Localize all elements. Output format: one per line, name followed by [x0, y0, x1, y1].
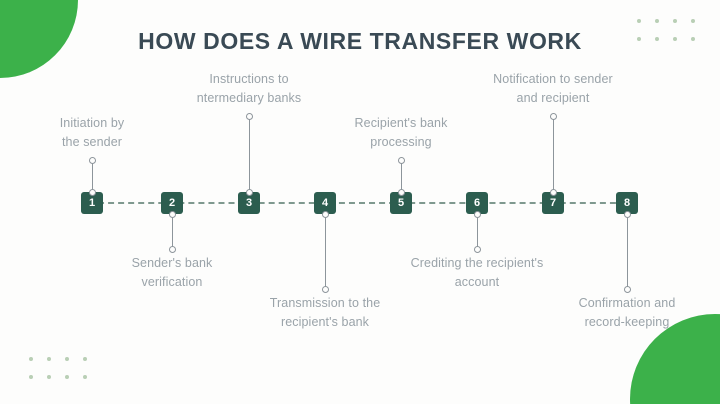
timeline-step-label-6: Crediting the recipient's account: [382, 254, 572, 293]
step-label-line: verification: [141, 275, 203, 290]
dot: [673, 19, 677, 23]
timeline-axis: [88, 202, 636, 204]
step-connector-node: [474, 246, 481, 253]
step-label-line: Notification to sender: [493, 72, 613, 86]
dot: [655, 37, 659, 41]
dot: [65, 375, 69, 379]
dot: [673, 37, 677, 41]
timeline-step-label-5: Recipient's bank processing: [306, 114, 496, 153]
timeline-step-marker-5[interactable]: 5: [390, 192, 412, 214]
step-label-line: recipient's bank: [280, 315, 370, 330]
step-connector-node: [398, 189, 405, 196]
dot: [83, 357, 87, 361]
step-connector-node: [89, 189, 96, 196]
step-connector-node: [624, 286, 631, 293]
timeline-step-marker-4[interactable]: 4: [314, 192, 336, 214]
step-connector-node: [89, 157, 96, 164]
timeline-step-marker-1[interactable]: 1: [81, 192, 103, 214]
step-connector-node: [550, 189, 557, 196]
step-label-line: record-keeping: [584, 315, 670, 330]
step-label-line: ntermediary banks: [196, 91, 302, 106]
timeline-step-label-7: Notification to sender and recipient: [458, 70, 648, 109]
timeline-step-marker-2[interactable]: 2: [161, 192, 183, 214]
step-label-line: Transmission to the: [269, 296, 381, 310]
step-connector-node: [322, 286, 329, 293]
timeline-step-marker-3[interactable]: 3: [238, 192, 260, 214]
timeline-step-marker-6[interactable]: 6: [466, 192, 488, 214]
dot: [691, 19, 695, 23]
dot: [637, 19, 641, 23]
page-title: HOW DOES A WIRE TRANSFER WORK: [138, 28, 582, 54]
step-label-line: Sender's bank: [131, 256, 213, 270]
step-connector-node: [246, 113, 253, 120]
dot: [637, 37, 641, 41]
dot: [29, 375, 33, 379]
dot: [47, 357, 51, 361]
timeline-step-marker-7[interactable]: 7: [542, 192, 564, 214]
timeline-step-label-8: Confirmation and record-keeping: [532, 294, 720, 333]
timeline-step-marker-8[interactable]: 8: [616, 192, 638, 214]
step-connector-line: [248, 116, 250, 192]
step-label-line: Crediting the recipient's: [410, 256, 544, 270]
step-connector-line: [324, 214, 326, 288]
step-connector-node: [474, 211, 481, 218]
step-label-line: account: [454, 275, 500, 290]
step-connector-node: [169, 246, 176, 253]
step-label-line: Initiation by: [59, 116, 125, 130]
step-connector-line: [91, 160, 93, 192]
timeline-step-label-3: Instructions to ntermediary banks: [154, 70, 344, 109]
step-connector-line: [476, 214, 478, 248]
decorative-dot-grid-bottom-left: [22, 350, 94, 386]
timeline-step-label-2: Sender's bank verification: [77, 254, 267, 293]
step-connector-line: [552, 116, 554, 192]
step-connector-node: [246, 189, 253, 196]
dot: [47, 375, 51, 379]
step-connector-line: [626, 214, 628, 288]
step-connector-node: [398, 157, 405, 164]
step-label-line: the sender: [61, 135, 123, 150]
decorative-dot-grid-top-right: [630, 12, 702, 48]
timeline-step-label-4: Transmission to the recipient's bank: [230, 294, 420, 333]
dot: [691, 37, 695, 41]
step-connector-node: [169, 211, 176, 218]
step-connector-line: [400, 160, 402, 192]
step-label-line: Confirmation and: [578, 296, 676, 310]
step-connector-node: [550, 113, 557, 120]
step-label-line: Instructions to: [209, 72, 289, 86]
dot: [655, 19, 659, 23]
timeline-step-label-1: Initiation by the sender: [0, 114, 187, 153]
dot: [65, 357, 69, 361]
dot: [83, 375, 87, 379]
step-connector-line: [171, 214, 173, 248]
step-label-line: and recipient: [516, 91, 590, 106]
step-connector-node: [624, 211, 631, 218]
dot: [29, 357, 33, 361]
step-label-line: Recipient's bank: [354, 116, 448, 130]
step-connector-node: [322, 211, 329, 218]
step-label-line: processing: [370, 135, 432, 150]
